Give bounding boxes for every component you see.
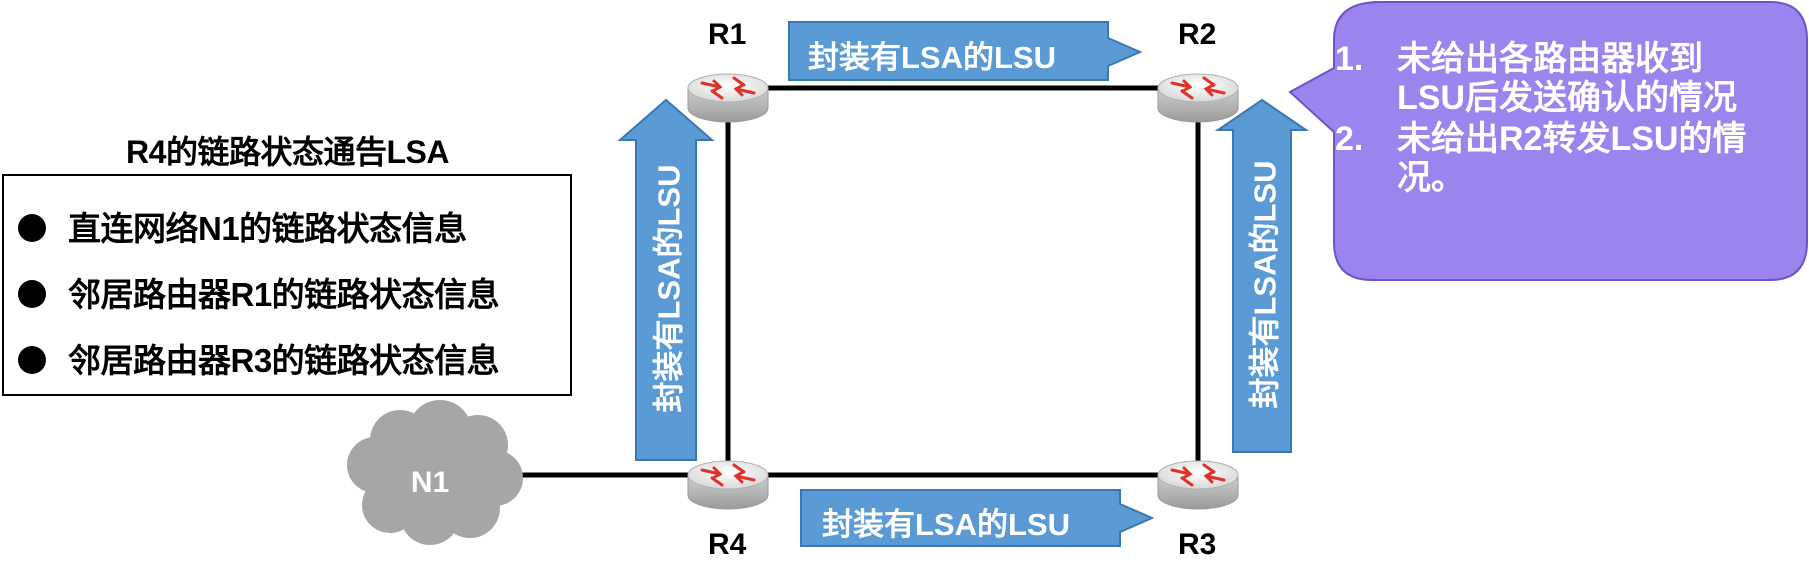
lsu-arrow-bottom bbox=[800, 489, 1155, 547]
lsa-item-text: 直连网络N1的链路状态信息 bbox=[68, 210, 467, 247]
bullet-icon bbox=[18, 280, 46, 309]
router-r3 bbox=[1156, 459, 1240, 511]
note-text: 1. 未给出各路由器收到LSU后发送确认的情况 2. 未给出R2转发LSU的情况… bbox=[1335, 40, 1765, 200]
lsa-item-text: 邻居路由器R3的链路状态信息 bbox=[68, 342, 500, 379]
router-r1 bbox=[686, 72, 770, 124]
lsu-label-top: 封装有LSA的LSU bbox=[808, 40, 1056, 75]
router-label-r1: R1 bbox=[708, 18, 747, 51]
lsu-label-bottom: 封装有LSA的LSU bbox=[822, 507, 1070, 542]
links bbox=[512, 85, 1201, 478]
router-r4 bbox=[686, 459, 770, 511]
network-label-n1: N1 bbox=[410, 466, 450, 499]
note-item: 2. 未给出R2转发LSU的情况。 bbox=[1335, 120, 1765, 198]
router-r2 bbox=[1156, 72, 1240, 124]
note-callout bbox=[1288, 0, 1808, 281]
note-number: 2. bbox=[1335, 120, 1364, 158]
note-item-text: 未给出R2转发LSU的情况。 bbox=[1397, 120, 1747, 197]
note-item: 1. 未给出各路由器收到LSU后发送确认的情况 bbox=[1335, 40, 1765, 118]
lsa-item-text: 邻居路由器R1的链路状态信息 bbox=[68, 276, 500, 313]
lsa-item: 直连网络N1的链路状态信息 bbox=[18, 202, 467, 250]
lsa-item: 邻居路由器R1的链路状态信息 bbox=[18, 268, 500, 316]
note-item-text: 未给出各路由器收到LSU后发送确认的情况 bbox=[1397, 40, 1737, 117]
lsa-title: R4的链路状态通告LSA bbox=[126, 134, 449, 170]
bullet-icon bbox=[18, 346, 46, 375]
lsu-arrow-right bbox=[1214, 98, 1310, 453]
network-cloud-n1 bbox=[347, 400, 523, 545]
lsu-arrow-top bbox=[788, 21, 1143, 81]
router-label-r3: R3 bbox=[1178, 528, 1217, 561]
lsa-box: 直连网络N1的链路状态信息 邻居路由器R1的链路状态信息 邻居路由器R3的链路状… bbox=[2, 174, 572, 396]
lsu-arrow-left bbox=[617, 98, 715, 461]
router-label-r4: R4 bbox=[708, 528, 747, 561]
note-number: 1. bbox=[1335, 40, 1364, 78]
bullet-icon bbox=[18, 214, 46, 243]
lsa-item: 邻居路由器R3的链路状态信息 bbox=[18, 334, 500, 382]
lsu-label-left: 封装有LSA的LSU bbox=[651, 164, 687, 413]
router-label-r2: R2 bbox=[1178, 18, 1217, 51]
lsu-label-right: 封装有LSA的LSU bbox=[1247, 160, 1283, 409]
